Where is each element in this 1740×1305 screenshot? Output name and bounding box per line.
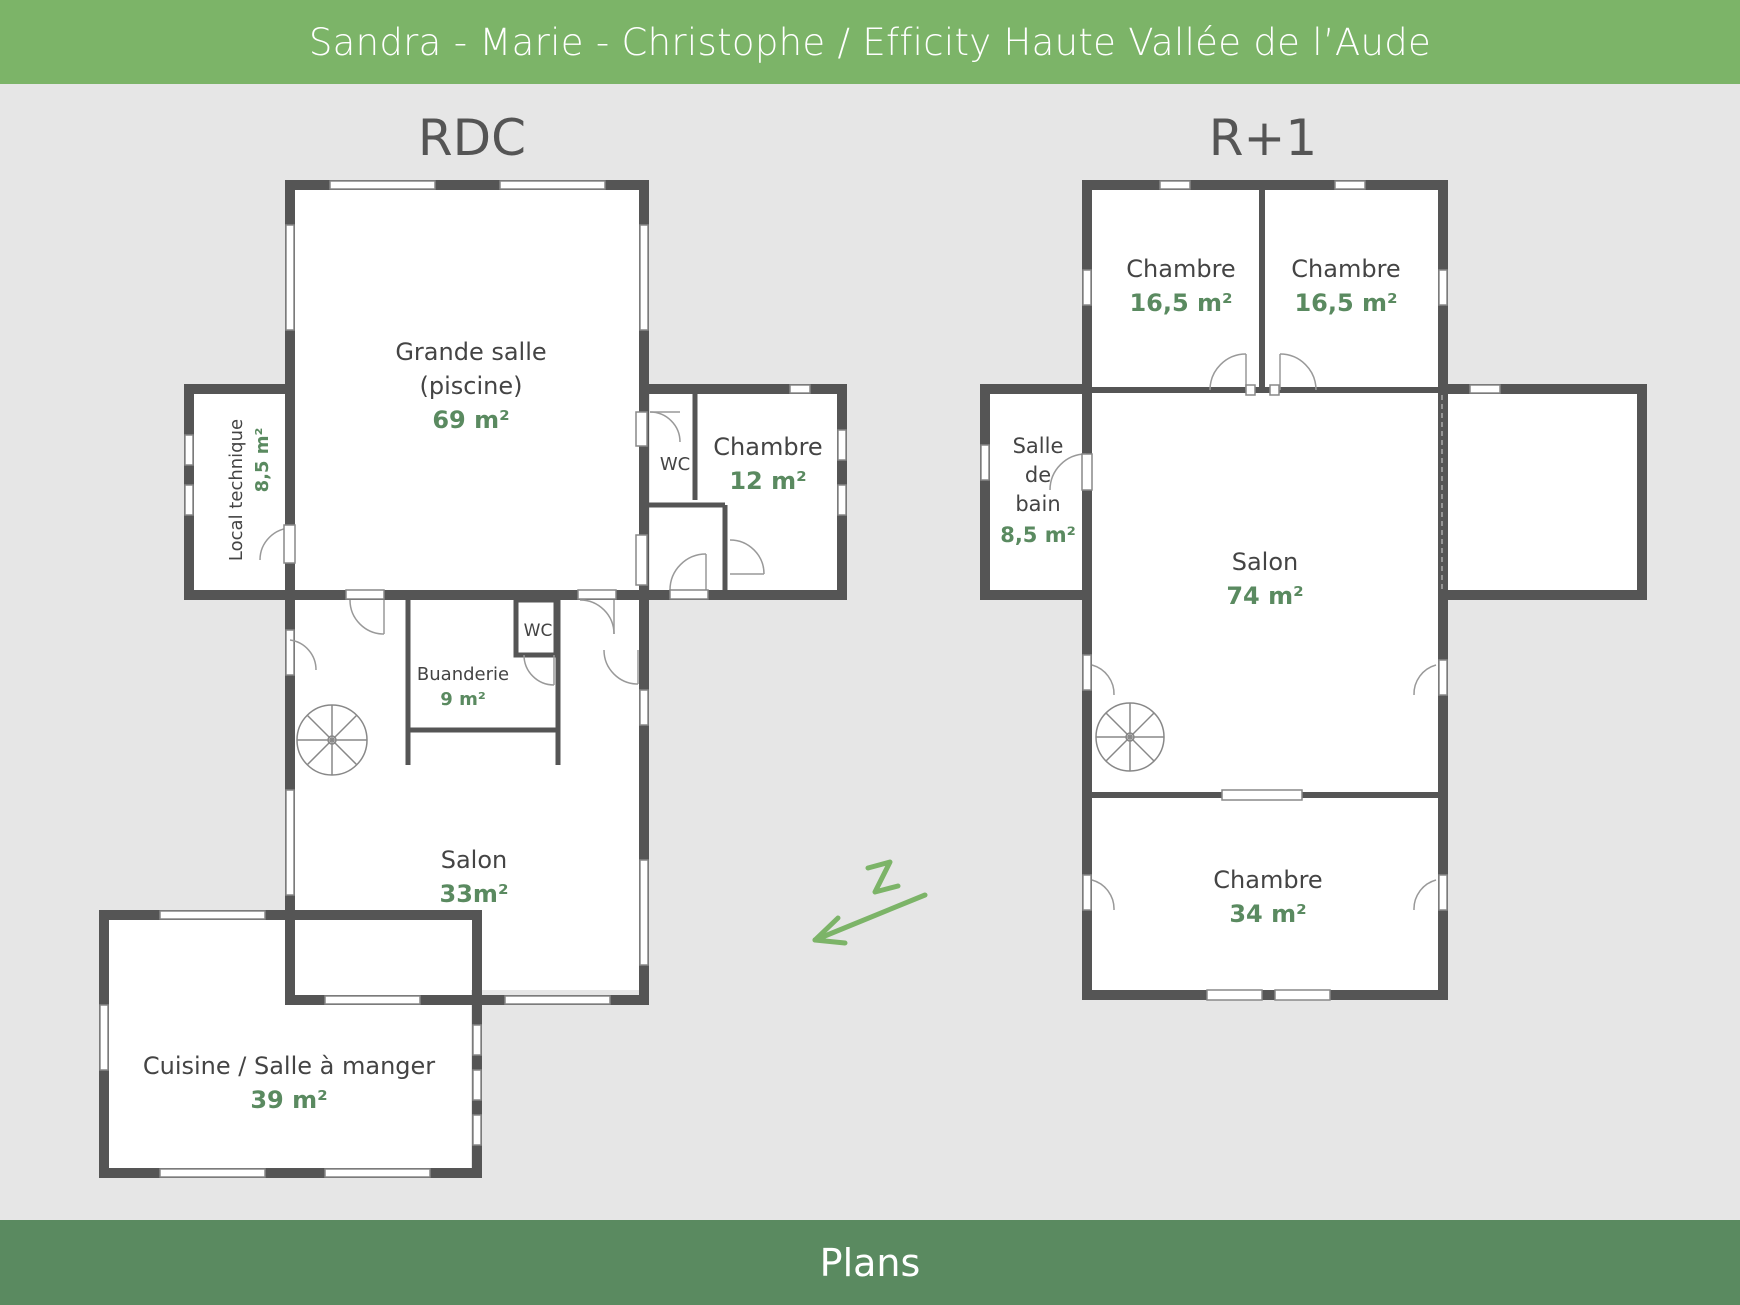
- r1-title: R+1: [1209, 109, 1317, 167]
- cuisine-area: 39 m²: [250, 1086, 327, 1114]
- spiral-staircase-icon-r1: [1095, 702, 1165, 772]
- salle-de-bain-area: 8,5 m²: [1000, 523, 1076, 547]
- footer-label: Plans: [819, 1240, 921, 1285]
- salon-rdc-label: Salon: [441, 846, 508, 874]
- salle-de-bain-label-line3: bain: [1015, 492, 1060, 516]
- chambre-a-label: Chambre: [1126, 255, 1235, 283]
- buanderie-label: Buanderie: [417, 664, 509, 685]
- rdc-title: RDC: [418, 109, 526, 167]
- header-title: Sandra - Marie - Christophe / Efficity H…: [308, 20, 1432, 64]
- chambre-b-label: Chambre: [1291, 255, 1400, 283]
- local-technique-area: 8,5 m²: [252, 428, 273, 493]
- salle-de-bain-label-line1: Salle: [1013, 434, 1064, 458]
- cuisine-label: Cuisine / Salle à manger: [143, 1052, 435, 1080]
- chambre-rdc-area: 12 m²: [729, 467, 806, 495]
- chambre-a-area: 16,5 m²: [1129, 289, 1232, 317]
- chambre-c-label: Chambre: [1213, 866, 1322, 894]
- rdc-plan: Grande salle (piscine) 69 m² Local techn…: [99, 180, 847, 1178]
- salon-r1-label: Salon: [1232, 548, 1299, 576]
- r1-plan: Chambre 16,5 m² Chambre 16,5 m² Salle de…: [980, 180, 1647, 1001]
- chambre-c-area: 34 m²: [1229, 900, 1306, 928]
- chambre-rdc-label: Chambre: [713, 433, 822, 461]
- salon-r1-area: 74 m²: [1226, 582, 1303, 610]
- footer-bar: Plans: [0, 1220, 1740, 1305]
- wc-label-2: WC: [524, 621, 553, 641]
- north-arrow-icon: [812, 859, 928, 946]
- grande-salle-area: 69 m²: [432, 406, 509, 434]
- salle-de-bain-label-line2: de: [1025, 463, 1051, 487]
- grande-salle-label-line1: Grande salle: [395, 338, 546, 366]
- wc-label-1: WC: [660, 454, 690, 475]
- chambre-b-area: 16,5 m²: [1294, 289, 1397, 317]
- header-bar: Sandra - Marie - Christophe / Efficity H…: [0, 0, 1740, 84]
- salon-rdc-area: 33m²: [440, 880, 509, 908]
- buanderie-area: 9 m²: [440, 689, 485, 710]
- spiral-staircase-icon: [296, 704, 368, 776]
- grande-salle-label-line2: (piscine): [420, 372, 523, 400]
- local-technique-label: Local technique: [226, 419, 247, 561]
